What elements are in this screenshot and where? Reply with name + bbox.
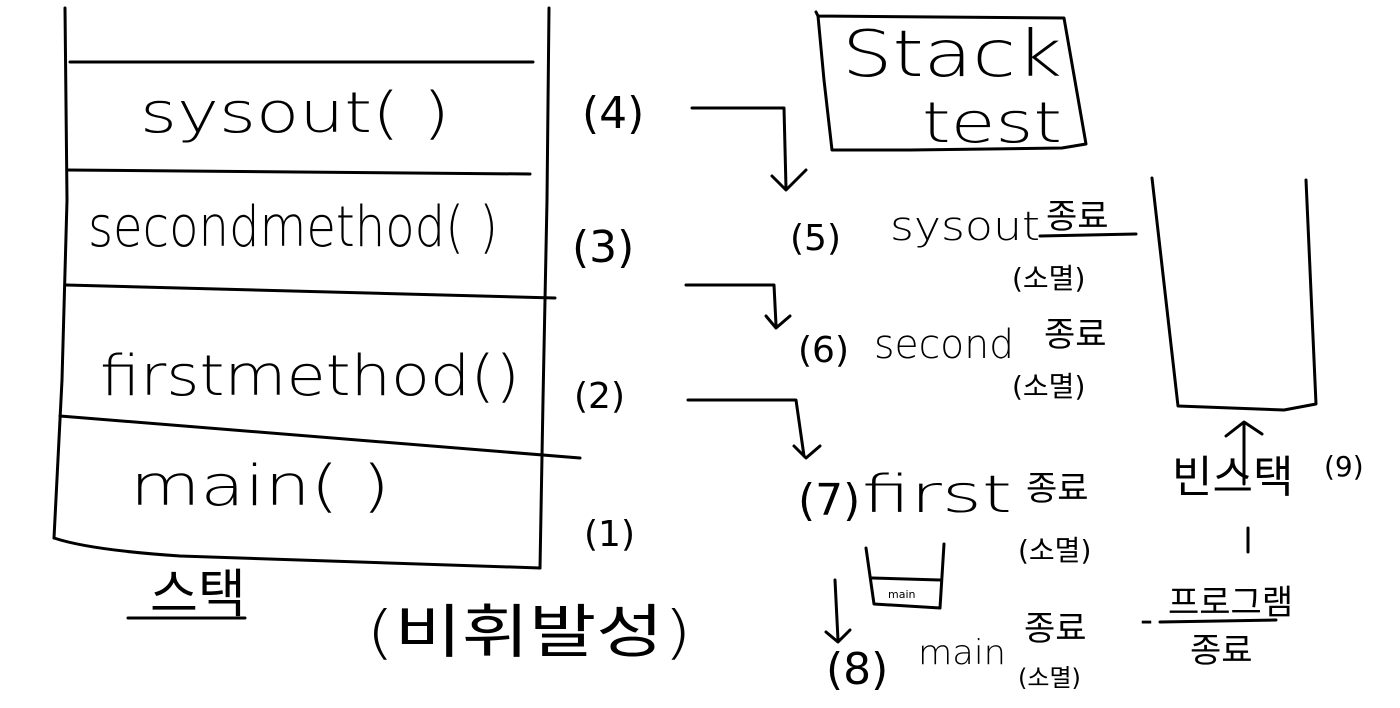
title-line-2: test: [922, 91, 1062, 156]
return-step-7: (7) first 종료 (소멸): [798, 465, 1091, 567]
mini-stack-outline: [864, 542, 946, 610]
stack-divider-4: [58, 414, 582, 460]
stack-frame-main: main( ): [130, 454, 390, 519]
mini-stack: main: [864, 542, 946, 610]
return-step-5: (5) sysout 종료 (소멸): [790, 197, 1138, 295]
call-number-2: (2): [574, 376, 625, 417]
step-7-end: 종료: [1026, 469, 1089, 509]
step-6-number: (6): [798, 330, 849, 371]
arrow-3-to-6: [684, 283, 778, 327]
step-5-number: (5): [790, 218, 841, 259]
side-note-text: (비휘발성): [366, 598, 692, 666]
arrowhead-3-to-6: [764, 314, 792, 330]
program-end: 프로그램 종료: [1158, 583, 1293, 671]
call-number-3: (3): [572, 222, 634, 273]
separator-dash: -: [1140, 600, 1153, 641]
stack-frame-secondmethod: secondmethod( ): [88, 195, 498, 260]
step-7-name: first: [862, 465, 1012, 525]
arrows: [684, 106, 1264, 644]
return-step-8: (8) main 종료 (소멸) -: [826, 600, 1153, 695]
arrowhead-2-to-7: [792, 444, 822, 460]
step-8-end: 종료: [1024, 609, 1087, 649]
call-stack: sysout( ) secondmethod( ) firstmethod() …: [52, 6, 582, 625]
arrow-4-to-5: [690, 106, 788, 190]
program-end-line-1: 프로그램: [1168, 583, 1293, 623]
return-step-6: (6) second 종료 (소멸): [798, 315, 1107, 403]
step-5-name: sysout: [890, 204, 1040, 250]
stack-divider-3: [64, 283, 557, 300]
step-8-remove: (소멸): [1018, 664, 1081, 692]
step-5-remove: (소멸): [1012, 262, 1085, 295]
title-line-1: Stack: [842, 18, 1062, 92]
step-8-number: (8): [826, 644, 888, 695]
empty-stack: 빈스택 (9): [1150, 176, 1364, 503]
side-note: (비휘발성): [366, 598, 692, 666]
step-7-remove: (소멸): [1018, 534, 1091, 567]
step-8-name: main: [918, 633, 1006, 673]
stack-caption: 스택: [150, 565, 246, 625]
call-number-4: (4): [582, 88, 644, 139]
stack-right-wall: [538, 6, 551, 570]
mini-stack-label: main: [888, 588, 916, 601]
arrowhead-up-to-empty-stack: [1224, 420, 1264, 438]
stack-frame-firstmethod: firstmethod(): [100, 344, 520, 409]
program-end-divider: [1158, 618, 1278, 624]
step-5-end: 종료: [1046, 197, 1109, 237]
title-box-border: [814, 10, 1088, 152]
arrowhead-4-to-5: [770, 168, 808, 192]
mini-stack-divider: [870, 576, 942, 582]
arrow-7-to-8: [833, 578, 840, 642]
title-box: Stack test: [814, 10, 1088, 156]
step-6-name: second: [874, 322, 1014, 368]
stack-frame-sysout: sysout( ): [140, 81, 450, 146]
call-order-numbers: (4) (3) (2) (1): [572, 88, 644, 555]
step-7-number: (7): [798, 475, 860, 526]
arrowhead-7-to-8: [824, 628, 852, 644]
step-6-remove: (소멸): [1012, 370, 1085, 403]
stack-bottom: [52, 536, 542, 570]
empty-stack-number: (9): [1324, 450, 1364, 483]
program-end-line-2: 종료: [1190, 631, 1253, 671]
arrow-2-to-7: [686, 398, 806, 458]
call-number-1: (1): [584, 514, 635, 555]
empty-stack-label: 빈스택: [1172, 452, 1293, 503]
stack-divider-2: [65, 168, 532, 176]
step-6-end: 종료: [1044, 315, 1107, 355]
empty-stack-outline: [1150, 176, 1318, 412]
step-5-underline: [1038, 232, 1138, 238]
stack-left-wall: [52, 6, 69, 540]
